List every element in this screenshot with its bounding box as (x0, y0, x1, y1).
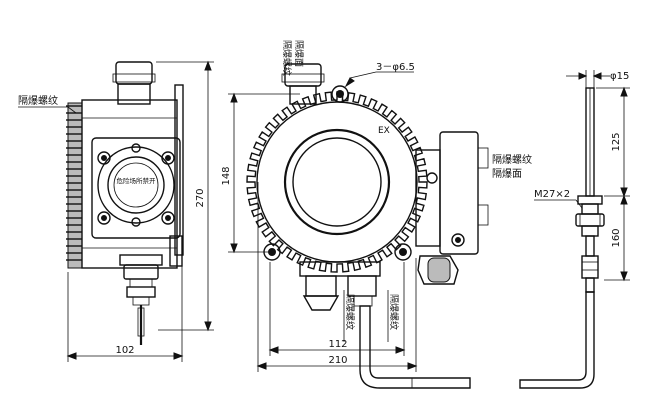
dim-dia15: φ15 (566, 70, 629, 88)
side-body (81, 99, 178, 269)
front-window-ring (283, 128, 391, 236)
side-bolts (97, 143, 175, 227)
gear-teeth (246, 91, 428, 273)
side-window (107, 156, 165, 214)
side-fins (66, 102, 83, 269)
dim-125: 125 (596, 86, 630, 198)
window-warning-text: 危险场所禁开 (117, 176, 157, 185)
side-window-outer (97, 146, 175, 224)
front-bottom-housing (299, 261, 381, 311)
front-window (292, 137, 382, 227)
side-top-cap (115, 61, 153, 85)
dim-270: 270 (156, 60, 214, 332)
dim-160: 160 (604, 194, 630, 282)
front-bottom-right-gland (417, 255, 459, 285)
top-thread-label: 隔爆螺纹 (281, 40, 293, 76)
right-thread-label: 隔爆螺纹 (492, 153, 532, 166)
side-view: 危险场所禁开 (66, 61, 184, 345)
ex-mark: EX (378, 126, 390, 136)
dim-210: 210 (256, 182, 418, 372)
dim-102-text: 102 (115, 345, 134, 356)
right-callout: 隔爆螺纹 隔爆面 (492, 153, 532, 180)
dim-102: 102 (66, 262, 184, 362)
bottom-face-label: 隔爆螺纹 (388, 294, 400, 330)
front-view: EX (246, 63, 489, 389)
m27-label: M27×2 (534, 189, 570, 200)
dim-112-text: 112 (328, 339, 347, 350)
dim-112: 112 (268, 262, 406, 356)
probe-view (519, 87, 605, 389)
dia15-label: φ15 (610, 71, 629, 82)
bottom-vertical-callout: 隔爆螺纹 隔爆螺纹 (343, 290, 400, 342)
dim-148: 148 (221, 92, 300, 254)
m27-callout: M27×2 (534, 189, 583, 209)
left-thread-callout: 隔爆螺纹 (18, 94, 77, 114)
side-cable-gland (119, 254, 163, 345)
dim-125-text: 125 (611, 132, 622, 151)
probe-cable (519, 291, 595, 389)
dim-210-text: 210 (328, 355, 347, 366)
top-face-label: 隔爆面 (293, 40, 305, 67)
dim-148-text: 148 (221, 166, 232, 185)
top-vertical-callout: 隔爆螺纹 隔爆面 (281, 40, 305, 76)
side-flange-plate (91, 137, 181, 239)
dim-160-text: 160 (611, 228, 622, 247)
left-thread-label: 隔爆螺纹 (18, 94, 58, 107)
dim-270-text: 270 (195, 188, 206, 207)
front-gear-ring (246, 91, 428, 273)
right-face-label: 隔爆面 (492, 168, 522, 180)
front-cable (359, 305, 471, 389)
mounting-holes (263, 85, 412, 261)
bottom-thread-label: 隔爆螺纹 (344, 294, 356, 330)
holes-callout: 3－φ6.5 (344, 62, 415, 88)
front-junction-box (415, 131, 489, 255)
holes-label: 3－φ6.5 (376, 62, 415, 73)
